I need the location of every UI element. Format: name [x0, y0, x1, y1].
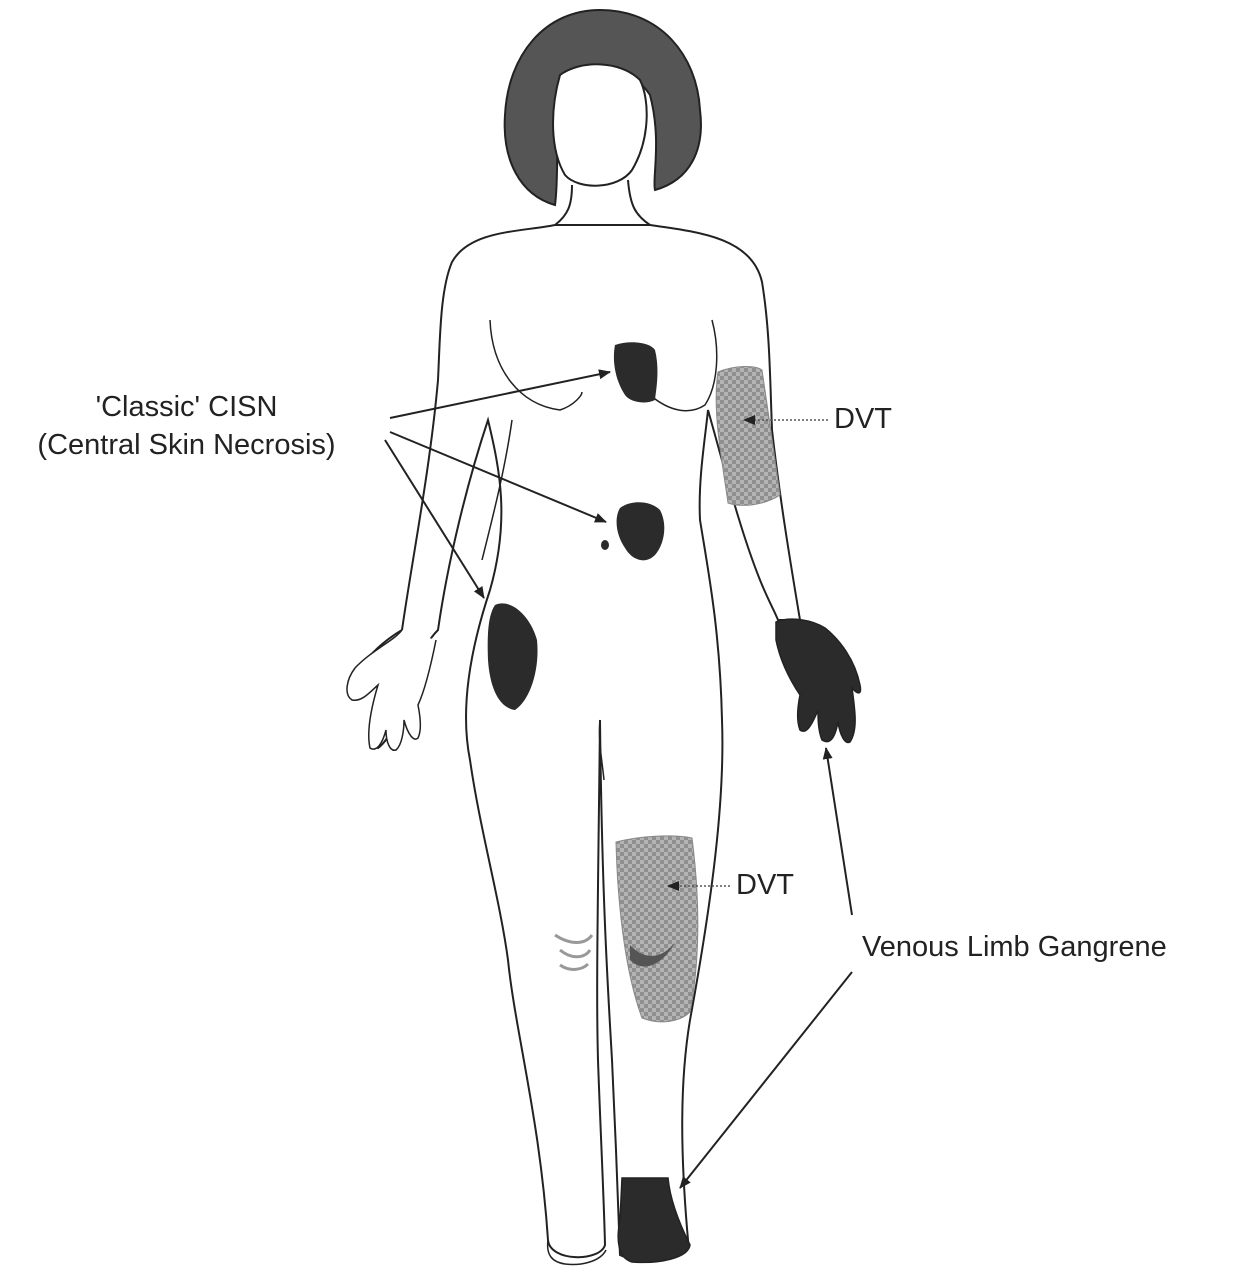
cisn-label: 'Classic' CISN (Central Skin Necrosis) [14, 388, 359, 464]
face [553, 64, 647, 185]
navel [601, 540, 609, 550]
cisn-label-line2: (Central Skin Necrosis) [14, 426, 359, 464]
left-hand [347, 630, 436, 750]
dvt-arm-label: DVT [834, 400, 892, 438]
gangrene-arrow-foot [680, 972, 852, 1188]
gangrene-label: Venous Limb Gangrene [862, 928, 1167, 966]
right-hand-gangrene [776, 619, 861, 742]
gangrene-arrow-hand [826, 748, 852, 915]
neck [555, 180, 650, 225]
cisn-label-line1: 'Classic' CISN [14, 388, 359, 426]
dvt-leg-label: DVT [736, 866, 794, 904]
